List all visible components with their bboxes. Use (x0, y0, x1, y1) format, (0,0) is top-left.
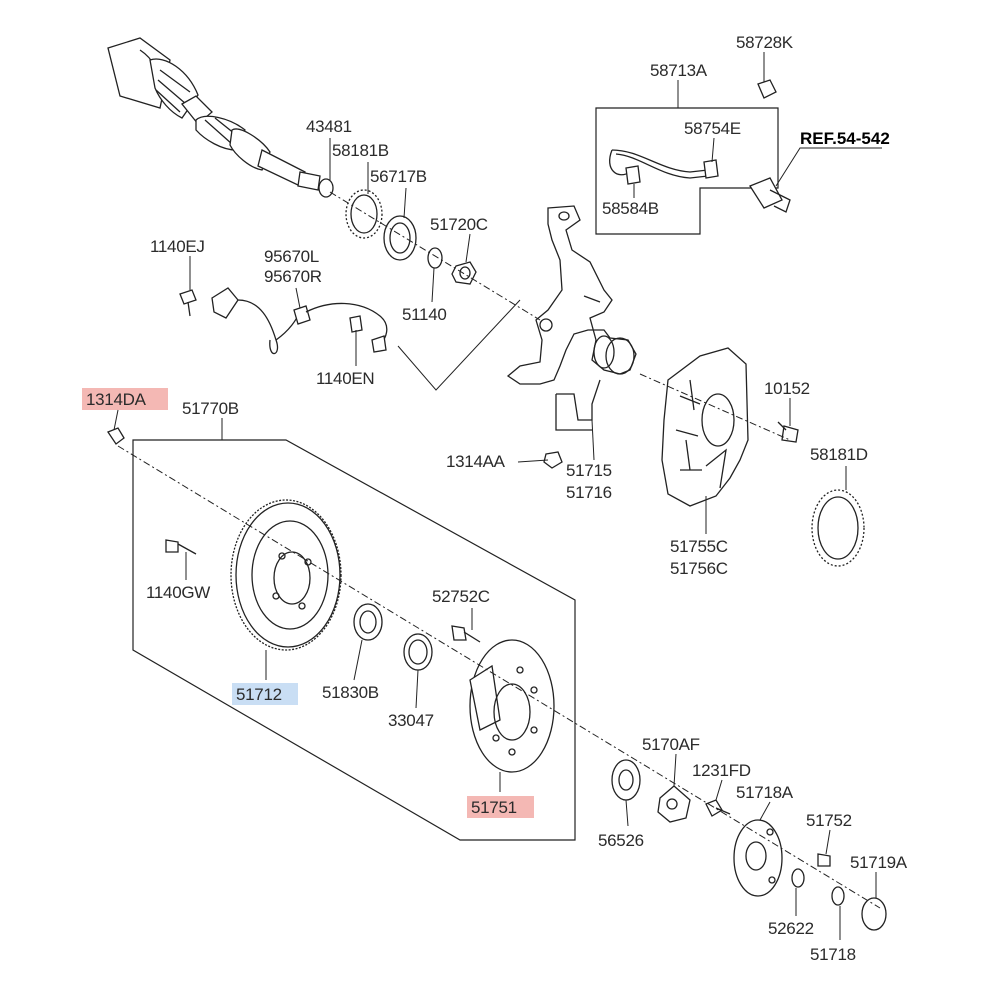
bearing-33047 (403, 633, 433, 671)
label-51718A[interactable]: 51718A (736, 783, 794, 802)
label-95670R[interactable]: 95670R (264, 267, 322, 286)
label-58584B[interactable]: 58584B (602, 199, 659, 218)
part-number-labels: 43481 58181B 56717B 51720C 51140 1140EJ … (86, 33, 908, 964)
tone-ring-58181D (811, 489, 865, 567)
leader-lines (113, 52, 882, 940)
nut-1314DA (107, 427, 125, 445)
label-5170AF[interactable]: 5170AF (642, 735, 700, 754)
bracket-5170AF (657, 785, 691, 823)
bolt-51752 (817, 853, 831, 867)
brake-hose-fitting (749, 177, 791, 213)
axis-line-lower (117, 445, 881, 909)
label-58728K[interactable]: 58728K (736, 33, 794, 52)
label-1140EJ[interactable]: 1140EJ (150, 237, 205, 256)
label-51830B[interactable]: 51830B (322, 683, 379, 702)
wheel-speed-sensor-harness (179, 287, 388, 355)
reference-link[interactable]: REF.54-542 (800, 129, 890, 148)
label-43481[interactable]: 43481 (306, 117, 352, 136)
label-58181D[interactable]: 58181D (810, 445, 868, 464)
bolt-10152 (777, 421, 799, 443)
nut-51720C (451, 261, 477, 285)
seal-51830B (353, 603, 383, 641)
label-51755C[interactable]: 51755C (670, 537, 728, 556)
label-1314AA[interactable]: 1314AA (446, 452, 506, 471)
label-56717B[interactable]: 56717B (370, 167, 427, 186)
label-58754E[interactable]: 58754E (684, 119, 741, 138)
bolt-1231FD (705, 799, 731, 817)
label-51719A[interactable]: 51719A (850, 853, 908, 872)
label-10152[interactable]: 10152 (764, 379, 810, 398)
label-51716[interactable]: 51716 (566, 483, 612, 502)
label-51751[interactable]: 51751 (471, 798, 517, 817)
label-1231FD[interactable]: 1231FD (692, 761, 751, 780)
snap-ring-51140 (427, 247, 443, 269)
hub-51718A (733, 819, 783, 897)
drive-shaft-assembly (107, 37, 334, 198)
clip-58728K (757, 79, 777, 99)
label-1314DA[interactable]: 1314DA (86, 390, 147, 409)
tone-ring-58181B (345, 189, 383, 239)
wheel-hub-51751 (469, 639, 555, 773)
label-95670L[interactable]: 95670L (264, 247, 319, 266)
label-51712[interactable]: 51712 (236, 685, 282, 704)
label-51770B[interactable]: 51770B (182, 399, 239, 418)
bolt-1140GW (165, 539, 197, 555)
axis-line-knuckle (639, 373, 791, 441)
sensor-lead (397, 299, 521, 391)
highlight-51751 (467, 796, 534, 818)
label-56526[interactable]: 56526 (598, 831, 644, 850)
label-58181B[interactable]: 58181B (332, 141, 389, 160)
highlight-1314DA (82, 388, 168, 410)
label-1140GW[interactable]: 1140GW (146, 583, 211, 602)
label-51720C[interactable]: 51720C (430, 215, 488, 234)
label-58713A[interactable]: 58713A (650, 61, 708, 80)
label-1140EN[interactable]: 1140EN (316, 369, 375, 388)
hub-assembly-frame (132, 439, 576, 841)
label-52752C[interactable]: 52752C (432, 587, 490, 606)
plate-56526 (611, 759, 641, 801)
brake-disc-51712 (230, 499, 342, 651)
label-33047[interactable]: 33047 (388, 711, 434, 730)
cap-51719A (861, 897, 887, 931)
axis-line-upper (329, 191, 541, 321)
steering-knuckle (506, 205, 637, 431)
dust-cover (661, 347, 749, 507)
snap-ring-51718 (831, 886, 845, 906)
bolt-52752C (451, 625, 481, 643)
label-51718[interactable]: 51718 (810, 945, 856, 964)
highlight-51712 (232, 683, 298, 705)
label-52622[interactable]: 52622 (768, 919, 814, 938)
label-51715[interactable]: 51715 (566, 461, 612, 480)
label-51756C[interactable]: 51756C (670, 559, 728, 578)
seal-56717B (383, 215, 417, 261)
washer-52622 (791, 868, 805, 888)
label-51752[interactable]: 51752 (806, 811, 852, 830)
brake-hose-58713A (595, 107, 779, 235)
label-51140[interactable]: 51140 (402, 305, 447, 324)
